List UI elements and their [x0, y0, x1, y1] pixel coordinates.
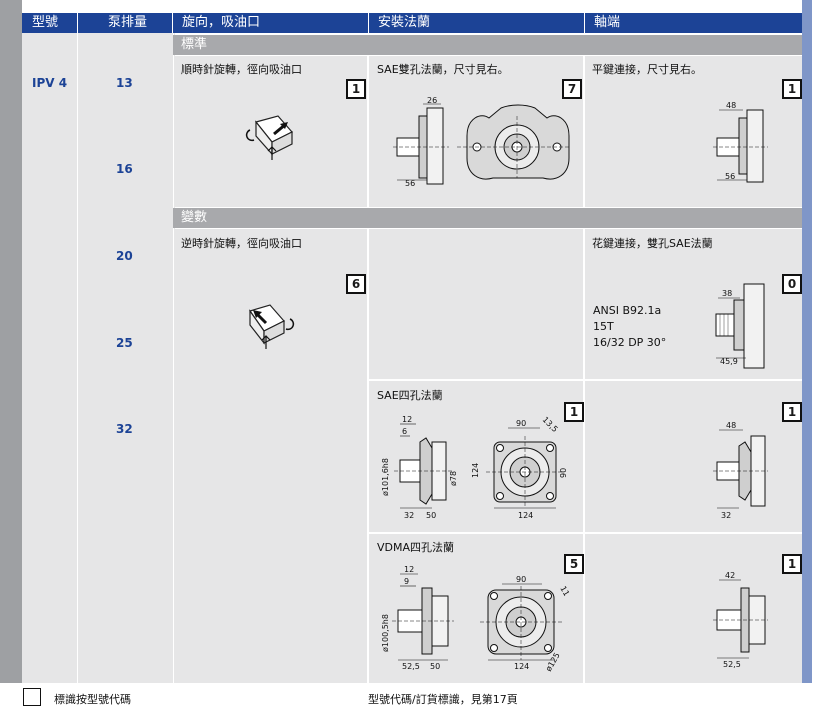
dim-sae4-shaft-48: 48 [726, 421, 736, 430]
code-box-shaft-sae4: 1 [782, 402, 802, 422]
model-column [22, 33, 175, 683]
dim-vdma-50: 50 [430, 662, 440, 671]
header-rotation: 旋向，吸油口 [182, 15, 261, 30]
dim-vdma-9: 9 [404, 577, 409, 586]
dim-sae4-shaft-32: 32 [721, 511, 731, 520]
legend-text: 標識按型號代碼 [54, 693, 131, 706]
dim-keyed-56: 56 [725, 172, 735, 181]
spline-spec-3: 16/32 DP 30° [593, 336, 667, 349]
code-box-flange-sae4: 1 [564, 402, 584, 422]
dim-vdma-shaft-525: 52,5 [723, 660, 741, 669]
header-displacement: 泵排量 [108, 15, 148, 30]
sae4-flange-drawing: 12 6 ø101,6h8 ø78 32 50 90 13,5 124 90 1… [381, 415, 568, 520]
clockwise-rotation-icon [245, 115, 293, 160]
code-box-rotation-cw: 1 [346, 79, 366, 99]
dim-sae4-135: 13,5 [541, 415, 560, 434]
code-box-shaft-keyed: 1 [782, 79, 802, 99]
rotation-ccw-text: 逆時針旋轉，徑向吸油口 [181, 237, 302, 250]
dim-sae4-od: ø101,6h8 [381, 458, 390, 496]
dim-sae4-32: 32 [404, 511, 414, 520]
dim-sae2-56: 56 [405, 179, 415, 188]
header-model: 型號 [32, 15, 59, 30]
dim-vdma-od: ø100,5h8 [381, 614, 390, 652]
displacement-16: 16 [116, 162, 133, 176]
code-box-rotation-ccw: 6 [346, 274, 366, 294]
keyed-shaft-drawing: 48 56 [713, 101, 768, 183]
flange-vdma4-text: VDMA四孔法蘭 [377, 541, 455, 554]
dim-sae4-6: 6 [402, 427, 407, 436]
sae2-flange-drawing: 26 56 [393, 96, 570, 188]
cell-shaft-vdma4 [585, 534, 802, 683]
sae4-shaft-drawing: 48 32 [713, 421, 768, 520]
cell-flange-empty [369, 229, 583, 379]
left-margin-bar [0, 0, 22, 683]
shaft-keyed-text: 平鍵連接，尺寸見右。 [592, 63, 702, 76]
dim-sae4-12: 12 [402, 415, 412, 424]
dim-spline-459: 45,9 [720, 357, 738, 366]
dim-vdma-12: 12 [404, 565, 414, 574]
legend-box [23, 688, 41, 706]
code-box-shaft-vdma4: 1 [782, 554, 802, 574]
displacement-13: 13 [116, 76, 133, 90]
code-box-flange-vdma4: 5 [564, 554, 584, 574]
spline-spec-2: 15T [593, 320, 614, 333]
flange-sae2-text: SAE雙孔法蘭，尺寸見右。 [377, 63, 509, 76]
flange-sae4-text: SAE四孔法蘭 [377, 389, 443, 402]
spline-spec-1: ANSI B92.1a [593, 304, 662, 317]
cell-shaft-spline [585, 229, 802, 379]
band-standard: 標準 [173, 35, 802, 55]
model-label: IPV 4 [32, 76, 68, 90]
rotation-cw-text: 順時針旋轉，徑向吸油口 [181, 63, 302, 76]
counterclockwise-rotation-icon [249, 304, 295, 349]
displacement-20: 20 [116, 249, 133, 263]
displacement-25: 25 [116, 336, 133, 350]
dim-sae4-90v: 90 [559, 468, 568, 478]
dim-vdma-11: 11 [558, 585, 571, 598]
code-box-shaft-spline: 0 [782, 274, 802, 294]
cell-rotation-ccw [174, 229, 367, 683]
table-header: 型號 泵排量 旋向，吸油口 安裝法蘭 軸端 [22, 13, 802, 33]
header-flange: 安裝法蘭 [378, 15, 431, 30]
shaft-spline-text: 花鍵連接，雙孔SAE法蘭 [592, 237, 713, 250]
dim-vdma-shaft-42: 42 [725, 571, 735, 580]
spline-shaft-drawing: 38 45,9 [715, 283, 765, 369]
footer-note: 型號代碼/訂貨標識，見第17頁 [368, 693, 518, 706]
code-box-flange-sae2: 7 [562, 79, 582, 99]
dim-vdma-90: 90 [516, 575, 526, 584]
cell-shaft-keyed [585, 56, 802, 207]
dim-sae4-pilot: ø78 [449, 471, 458, 486]
vdma4-shaft-drawing: 42 52,5 [713, 571, 768, 669]
right-accent-bar [802, 0, 812, 683]
dim-sae4-124h: 124 [518, 511, 533, 520]
vdma4-flange-drawing: 12 9 ø100,5h8 52,5 50 90 11 ø125 124 [381, 565, 571, 673]
band-variant: 變數 [173, 208, 802, 228]
dim-vdma-525: 52,5 [402, 662, 420, 671]
dim-sae2-26: 26 [427, 96, 437, 105]
dim-vdma-124: 124 [514, 662, 529, 671]
dim-keyed-48: 48 [726, 101, 736, 110]
cell-shaft-sae4 [585, 381, 802, 532]
dim-sae4-124v: 124 [471, 463, 480, 478]
dim-sae4-50: 50 [426, 511, 436, 520]
header-shaft: 軸端 [594, 15, 621, 30]
displacement-32: 32 [116, 422, 133, 436]
dim-sae4-90: 90 [516, 419, 526, 428]
dim-spline-38: 38 [722, 289, 732, 298]
